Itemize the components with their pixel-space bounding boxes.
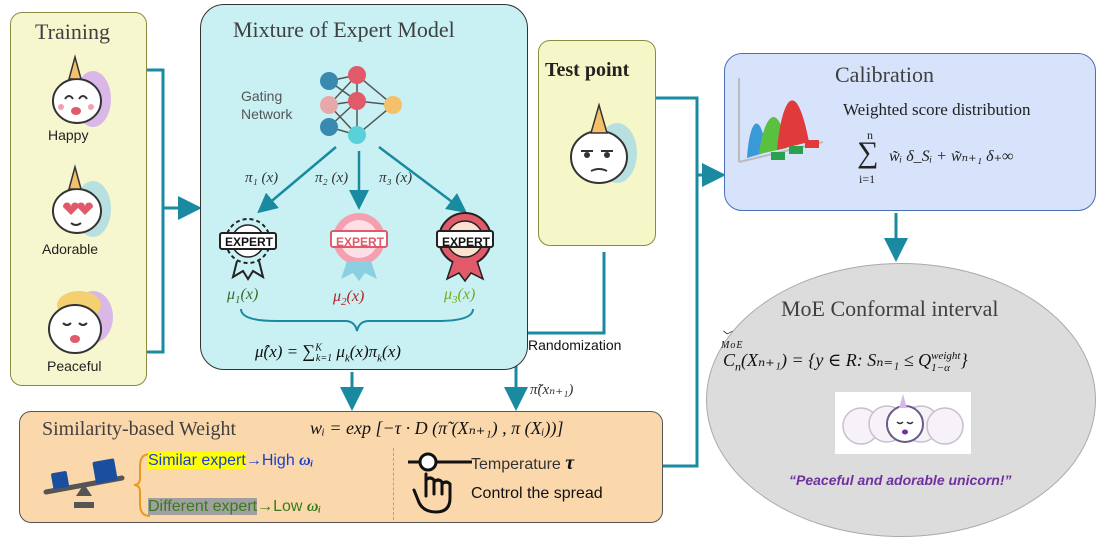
aggregate-formula: μ̂(x) = ∑Kk=1 μk(x)πk(x) <box>255 341 401 365</box>
pi-2-label: π₂ (x) <box>315 170 349 186</box>
similarity-weight-panel: Similarity-based Weight wᵢ = exp [−τ · D… <box>19 411 663 523</box>
similar-expert-label: Similar expert <box>148 452 246 469</box>
pi-3-label: π₃ (x) <box>379 170 413 186</box>
balance-scale-icon <box>43 458 125 508</box>
pi-1-label: π₁ (x) <box>245 170 279 186</box>
test-point-panel: Test point <box>538 40 656 246</box>
moe-panel: Mixture of Expert Model Gating Network <box>200 4 528 370</box>
mu-2-label: μ2(x) <box>333 288 365 309</box>
expert-3-badge-icon <box>436 212 494 283</box>
expert-2-badge-label: EXPERT <box>336 235 385 249</box>
calibration-sum-bottom: i=1 <box>859 172 876 186</box>
arrow-sim-to-cal <box>663 175 699 468</box>
conformal-caption: “Peaceful and adorable unicorn!” <box>789 472 1012 488</box>
unicorn-test-image <box>570 102 637 184</box>
unicorn-happy-image <box>52 54 111 127</box>
calibration-title: Calibration <box>835 62 934 87</box>
expert-1-badge-icon <box>219 218 277 281</box>
slider-hand-icon <box>408 452 472 514</box>
mu-3-label: μ3(x) <box>444 286 476 307</box>
training-item-peaceful-label: Peaceful <box>47 358 102 374</box>
calibration-panel: Calibration Weighted score distribution … <box>724 53 1096 211</box>
unicorn-peaceful-image <box>48 291 113 354</box>
unicorn-result-image <box>835 392 971 454</box>
arrow-testpoint <box>656 96 726 187</box>
control-spread-label: Control the spread <box>471 485 603 502</box>
gating-network-icon <box>320 66 402 144</box>
similar-expert-row: Similar expert→High ωᵢ <box>148 452 314 469</box>
choice-brace <box>133 453 151 517</box>
arrow-randomization <box>504 252 606 411</box>
test-point-title: Test point <box>545 59 630 81</box>
moe-title: Mixture of Expert Model <box>233 17 455 42</box>
aggregate-brace <box>240 308 474 332</box>
calibration-subtitle: Weighted score distribution <box>843 100 1031 119</box>
similarity-title: Similarity-based Weight <box>42 418 237 440</box>
expert-2-badge-icon <box>330 213 388 281</box>
divider-line <box>393 448 394 520</box>
expert-3-badge-label: EXPERT <box>442 235 491 249</box>
training-item-adorable-label: Adorable <box>42 241 99 257</box>
calibration-formula: w̃ᵢ δ_Sᵢ + w̃ₙ₊₁ δ₊∞ <box>889 148 1014 165</box>
training-title: Training <box>35 19 110 44</box>
gating-network-label: Gating Network <box>241 88 293 122</box>
mu-1-label: μ1(x) <box>227 286 259 307</box>
conformal-interval-panel: MoE Conformal interval ﹀ MoE Cn (Xₙ₊₁) =… <box>706 263 1096 537</box>
similarity-formula: wᵢ = exp [−τ · D (π̃ (Xₙ₊₁) , π (Xᵢ))] <box>310 418 564 438</box>
conformal-title: MoE Conformal interval <box>781 296 999 321</box>
calibration-chart-icon <box>738 78 824 163</box>
temperature-row: Temperature τ <box>471 452 575 474</box>
different-expert-label: Different expert <box>148 498 258 515</box>
different-expert-row: Different expert→Low ωᵢ <box>148 498 322 515</box>
gating-branch-arrows <box>257 146 467 214</box>
pi-tilde-label: π̃(xₙ₊₁) <box>530 382 574 398</box>
calibration-sum-top: n <box>867 128 873 142</box>
calibration-sum-sign: ∑ <box>857 136 879 169</box>
training-item-happy-label: Happy <box>48 127 89 143</box>
expert-1-badge-label: EXPERT <box>225 235 274 249</box>
unicorn-adorable-image <box>52 164 111 237</box>
randomization-label: Randomization <box>528 337 622 353</box>
training-panel: Training Happy Adorable Peaceful <box>10 12 147 386</box>
